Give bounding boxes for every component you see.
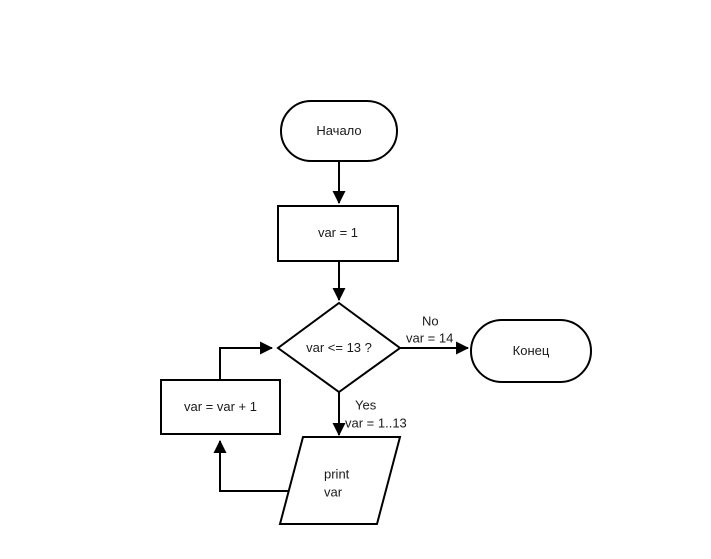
node-increment-label: var = var + 1 — [184, 399, 257, 414]
node-start-label: Начало — [316, 123, 361, 138]
node-start-shape[interactable] — [280, 100, 398, 162]
edge-output-to-increment — [213, 439, 290, 492]
node-end-label: Конец — [513, 343, 550, 358]
edge-label-yes-line1: Yes — [355, 397, 377, 412]
node-output-label-line1: print — [324, 466, 350, 481]
edge-label-yes-line2: var = 1..13 — [345, 415, 407, 430]
edge-label-no-line1: No — [422, 313, 439, 328]
edge-label-no-line2: var = 14 — [406, 330, 453, 345]
node-output-shape[interactable] — [278, 436, 402, 525]
node-increment-shape[interactable] — [160, 379, 281, 435]
node-decision-label: var <= 13 ? — [306, 340, 372, 355]
node-output-label-line2: var — [324, 484, 343, 499]
node-init-label: var = 1 — [318, 225, 358, 240]
edge-increment-to-decision — [219, 341, 274, 380]
node-init-shape[interactable] — [277, 205, 399, 262]
node-decision-shape[interactable] — [276, 301, 402, 394]
node-end-shape[interactable] — [470, 319, 592, 383]
